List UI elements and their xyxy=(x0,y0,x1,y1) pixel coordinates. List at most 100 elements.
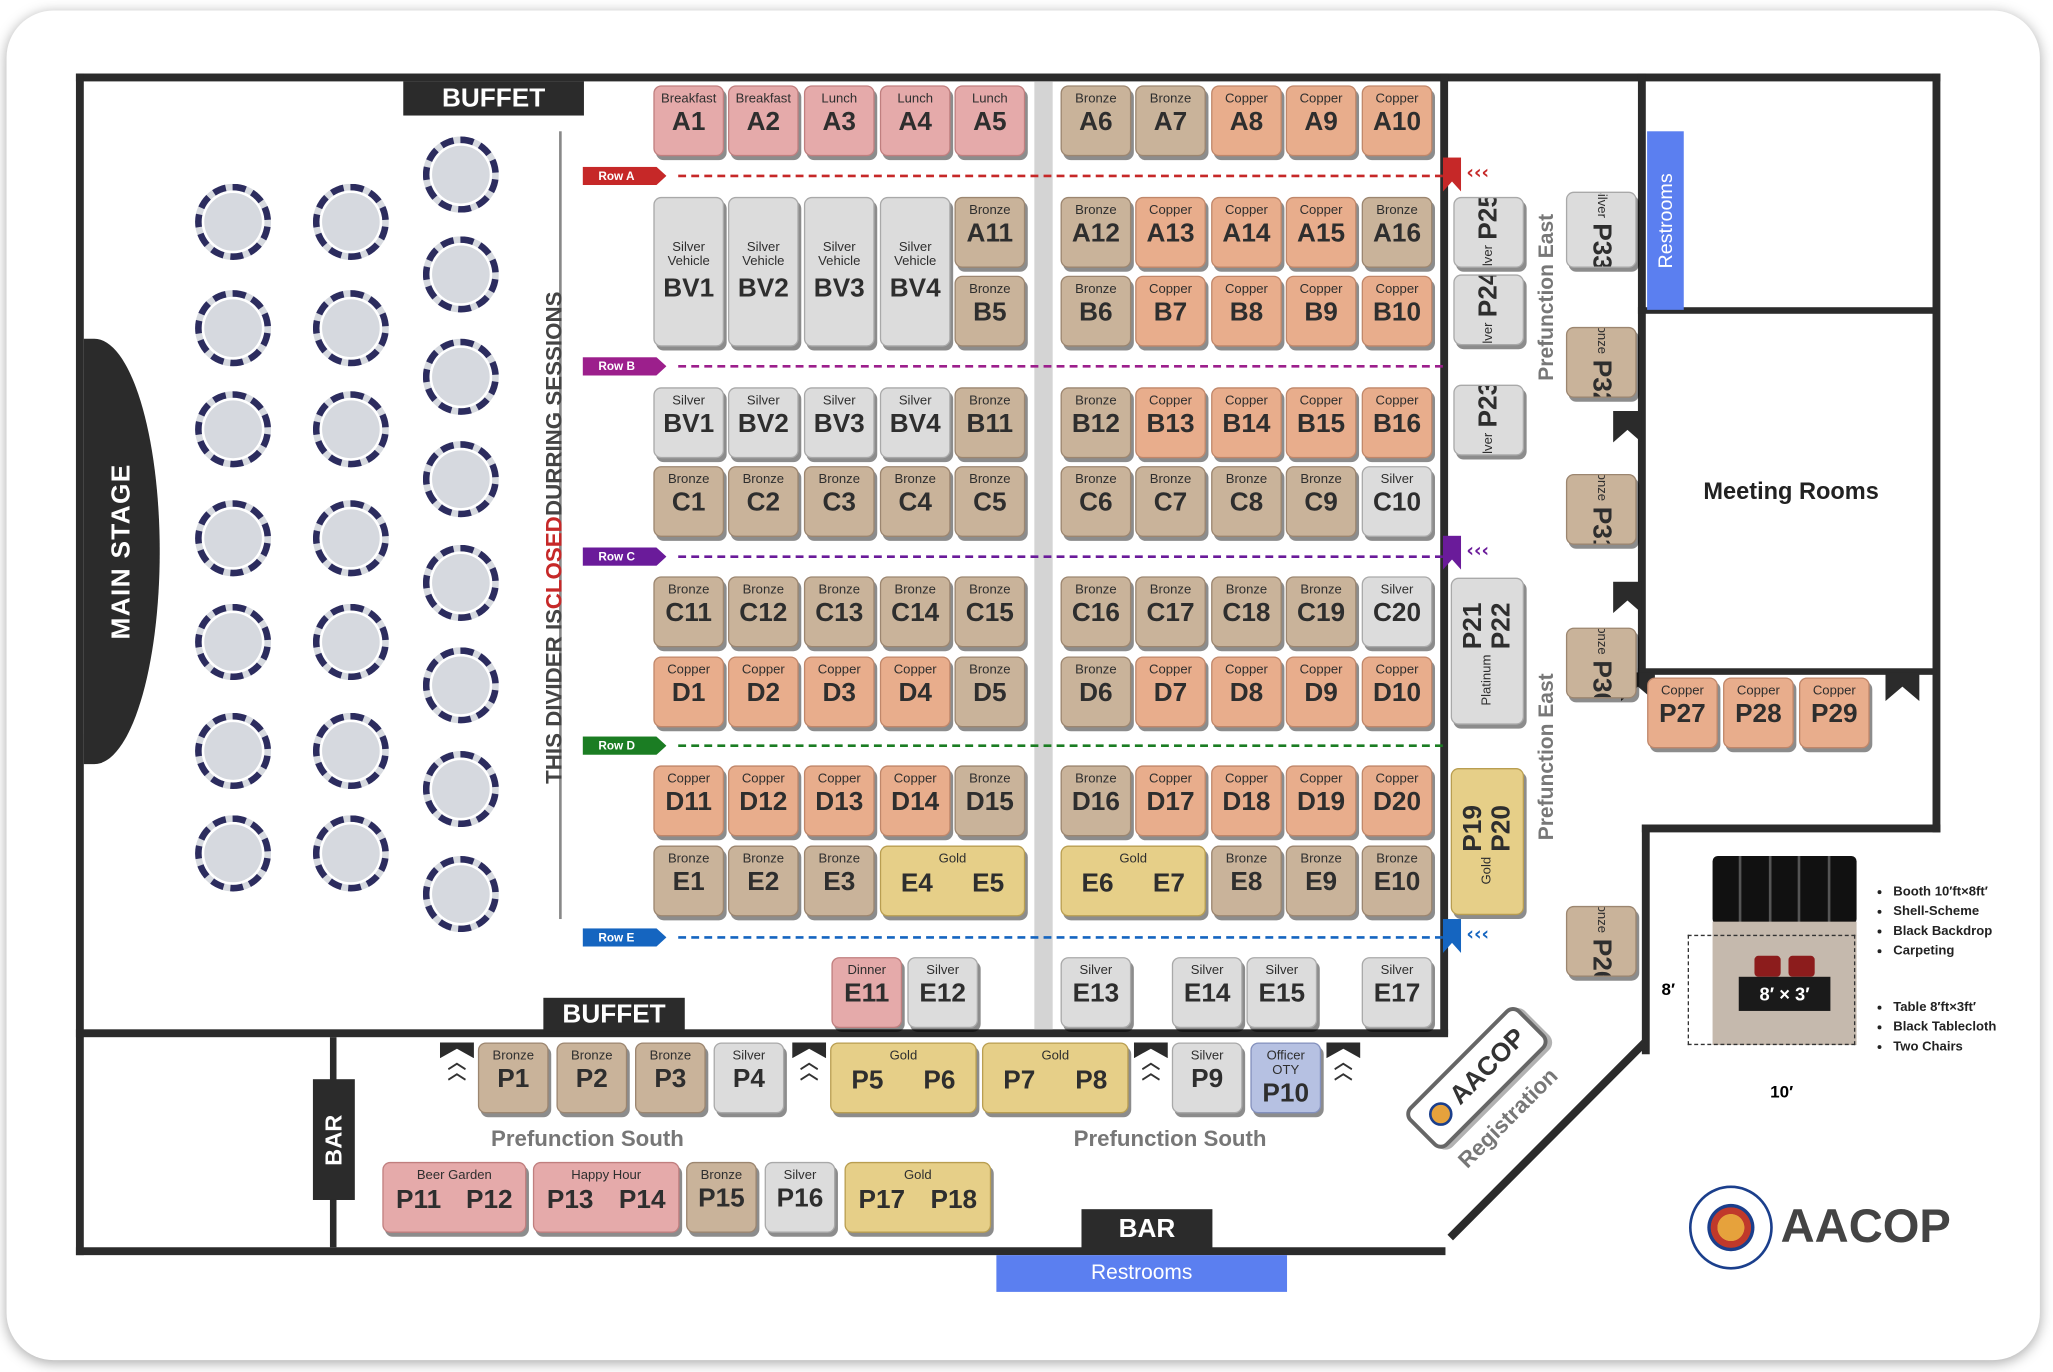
booth-a2[interactable]: BreakfastA2 xyxy=(727,85,799,157)
booth-p16[interactable]: SilverP16 xyxy=(764,1161,836,1233)
booth-d8[interactable]: CopperD8 xyxy=(1211,656,1282,728)
booth-a9[interactable]: CopperA9 xyxy=(1285,85,1357,157)
booth-d15[interactable]: BronzeD15 xyxy=(954,765,1026,837)
booth-b8[interactable]: CopperB8 xyxy=(1211,275,1282,347)
booth-e15[interactable]: SilverE15 xyxy=(1246,957,1318,1029)
booth-p4[interactable]: SilverP4 xyxy=(713,1042,785,1114)
booth-bv1b[interactable]: SilverBV1 xyxy=(653,387,725,459)
booth-p31[interactable]: BronzeP31 xyxy=(1565,473,1637,545)
booth-p27[interactable]: CopperP27 xyxy=(1647,677,1718,749)
booth-d6[interactable]: BronzeD6 xyxy=(1060,656,1132,728)
booth-a13[interactable]: CopperA13 xyxy=(1135,196,1206,268)
booth-a3[interactable]: LunchA3 xyxy=(803,85,875,157)
booth-p26[interactable]: BronzeP26 xyxy=(1565,905,1637,977)
booth-c16[interactable]: BronzeC16 xyxy=(1060,576,1132,648)
booth-b15[interactable]: CopperB15 xyxy=(1285,387,1357,459)
booth-d19[interactable]: CopperD19 xyxy=(1285,765,1357,837)
booth-c2[interactable]: BronzeC2 xyxy=(727,466,799,537)
booth-p28[interactable]: CopperP28 xyxy=(1723,677,1794,749)
booth-p3[interactable]: BronzeP3 xyxy=(635,1042,706,1114)
booth-c6[interactable]: BronzeC6 xyxy=(1060,466,1132,537)
booth-a10[interactable]: CopperA10 xyxy=(1361,85,1433,157)
booth-d5[interactable]: BronzeD5 xyxy=(954,656,1026,728)
booth-d13[interactable]: CopperD13 xyxy=(803,765,875,837)
booth-bv2b[interactable]: SilverBV2 xyxy=(727,387,799,459)
booth-e4e5[interactable]: GoldE4E5 xyxy=(879,845,1026,917)
booth-b14[interactable]: CopperB14 xyxy=(1211,387,1282,459)
booth-a4[interactable]: LunchA4 xyxy=(879,85,951,157)
booth-e2[interactable]: BronzeE2 xyxy=(727,845,799,917)
booth-d11[interactable]: CopperD11 xyxy=(653,765,725,837)
booth-e3[interactable]: BronzeE3 xyxy=(803,845,875,917)
booth-c19[interactable]: BronzeC19 xyxy=(1285,576,1357,648)
booth-p33[interactable]: SilverP33 xyxy=(1565,191,1637,268)
booth-p9[interactable]: SilverP9 xyxy=(1171,1042,1243,1114)
booth-b5[interactable]: BronzeB5 xyxy=(954,275,1026,347)
booth-c1[interactable]: BronzeC1 xyxy=(653,466,725,537)
booth-c5[interactable]: BronzeC5 xyxy=(954,466,1026,537)
booth-p23[interactable]: SilverP23 xyxy=(1453,384,1525,456)
booth-p25[interactable]: SilverP25 xyxy=(1453,196,1525,268)
booth-a16[interactable]: BronzeA16 xyxy=(1361,196,1433,268)
booth-b6[interactable]: BronzeB6 xyxy=(1060,275,1132,347)
booth-c4[interactable]: BronzeC4 xyxy=(879,466,951,537)
booth-p29[interactable]: CopperP29 xyxy=(1798,677,1870,749)
booth-d20[interactable]: CopperD20 xyxy=(1361,765,1433,837)
booth-p32[interactable]: BronzeP32 xyxy=(1565,326,1637,398)
booth-c11[interactable]: BronzeC11 xyxy=(653,576,725,648)
booth-e6e7[interactable]: GoldE6E7 xyxy=(1060,845,1206,917)
booth-c20[interactable]: SilverC20 xyxy=(1361,576,1433,648)
booth-d2[interactable]: CopperD2 xyxy=(727,656,799,728)
booth-d1[interactable]: CopperD1 xyxy=(653,656,725,728)
booth-e9[interactable]: BronzeE9 xyxy=(1285,845,1357,917)
booth-bv3a[interactable]: Silver VehicleBV3 xyxy=(803,196,875,347)
booth-bv1a[interactable]: Silver VehicleBV1 xyxy=(653,196,725,347)
booth-e11[interactable]: DinnerE11 xyxy=(831,957,903,1029)
booth-p11p12[interactable]: Beer GardenP11P12 xyxy=(382,1161,527,1233)
booth-a14[interactable]: CopperA14 xyxy=(1211,196,1282,268)
booth-b9[interactable]: CopperB9 xyxy=(1285,275,1357,347)
booth-d3[interactable]: CopperD3 xyxy=(803,656,875,728)
booth-d18[interactable]: CopperD18 xyxy=(1211,765,1282,837)
booth-a11[interactable]: BronzeA11 xyxy=(954,196,1026,268)
booth-p7p8[interactable]: GoldP7P8 xyxy=(981,1042,1129,1114)
booth-b10[interactable]: CopperB10 xyxy=(1361,275,1433,347)
booth-b12[interactable]: BronzeB12 xyxy=(1060,387,1132,459)
booth-c7[interactable]: BronzeC7 xyxy=(1135,466,1206,537)
booth-bv3b[interactable]: SilverBV3 xyxy=(803,387,875,459)
booth-a6[interactable]: BronzeA6 xyxy=(1060,85,1132,157)
booth-b13[interactable]: CopperB13 xyxy=(1135,387,1206,459)
booth-a12[interactable]: BronzeA12 xyxy=(1060,196,1132,268)
booth-c14[interactable]: BronzeC14 xyxy=(879,576,951,648)
booth-a8[interactable]: CopperA8 xyxy=(1211,85,1282,157)
booth-p15[interactable]: BronzeP15 xyxy=(686,1161,757,1233)
booth-p21p22[interactable]: PlatinumP21P22 xyxy=(1450,577,1525,725)
booth-c15[interactable]: BronzeC15 xyxy=(954,576,1026,648)
booth-e12[interactable]: SilverE12 xyxy=(907,957,979,1029)
booth-p5p6[interactable]: GoldP5P6 xyxy=(830,1042,977,1114)
booth-e13[interactable]: SilverE13 xyxy=(1060,957,1132,1029)
booth-d4[interactable]: CopperD4 xyxy=(879,656,951,728)
booth-d17[interactable]: CopperD17 xyxy=(1135,765,1206,837)
booth-b7[interactable]: CopperB7 xyxy=(1135,275,1206,347)
booth-b11[interactable]: BronzeB11 xyxy=(954,387,1026,459)
booth-d10[interactable]: CopperD10 xyxy=(1361,656,1433,728)
booth-d16[interactable]: BronzeD16 xyxy=(1060,765,1132,837)
booth-c8[interactable]: BronzeC8 xyxy=(1211,466,1282,537)
booth-c17[interactable]: BronzeC17 xyxy=(1135,576,1206,648)
booth-p1[interactable]: BronzeP1 xyxy=(477,1042,549,1114)
booth-bv4a[interactable]: Silver VehicleBV4 xyxy=(879,196,951,347)
booth-a5[interactable]: LunchA5 xyxy=(954,85,1026,157)
booth-b16[interactable]: CopperB16 xyxy=(1361,387,1433,459)
booth-c10[interactable]: SilverC10 xyxy=(1361,466,1433,537)
booth-p17p18[interactable]: GoldP17P18 xyxy=(844,1161,992,1233)
booth-p19p20[interactable]: GoldP19P20 xyxy=(1450,768,1525,916)
booth-a1[interactable]: BreakfastA1 xyxy=(653,85,725,157)
booth-p24[interactable]: SilverP24 xyxy=(1453,274,1525,346)
booth-d12[interactable]: CopperD12 xyxy=(727,765,799,837)
booth-a15[interactable]: CopperA15 xyxy=(1285,196,1357,268)
booth-e10[interactable]: BronzeE10 xyxy=(1361,845,1433,917)
booth-p13p14[interactable]: Happy HourP13P14 xyxy=(532,1161,680,1233)
booth-c18[interactable]: BronzeC18 xyxy=(1211,576,1282,648)
booth-p10[interactable]: Officer OTYP10 xyxy=(1250,1042,1322,1114)
